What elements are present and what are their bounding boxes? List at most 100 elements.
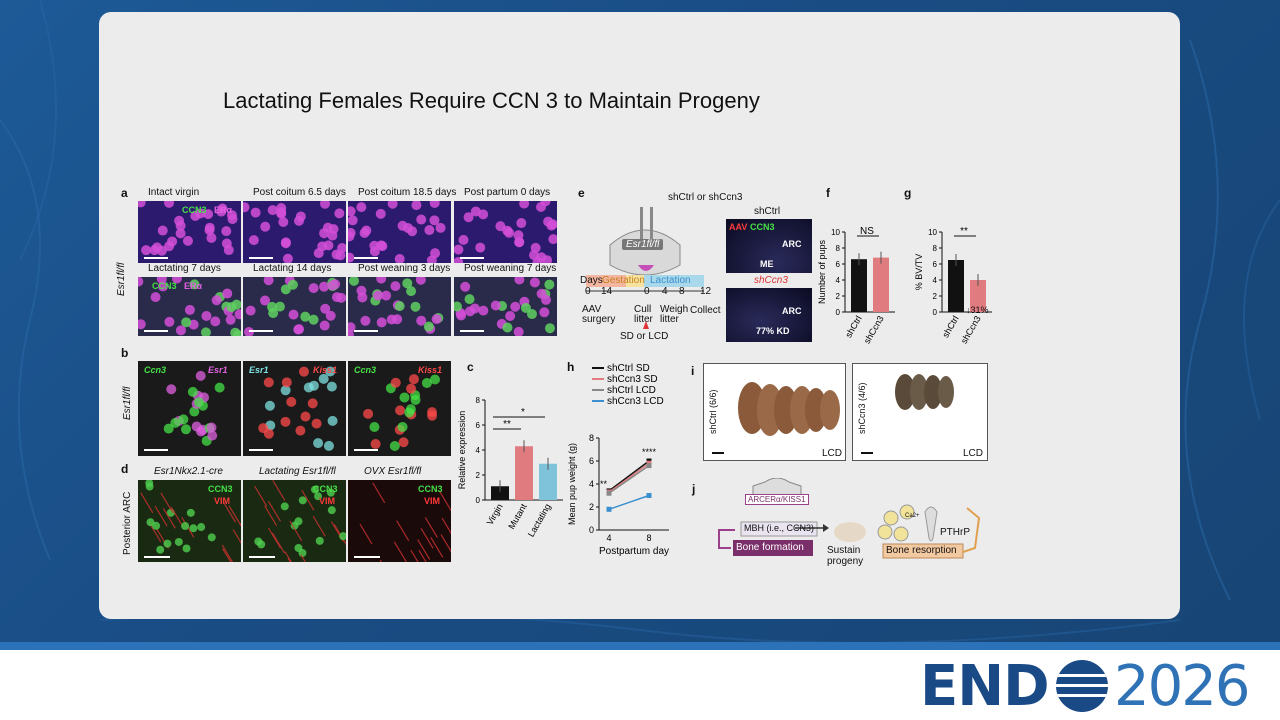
bar xyxy=(491,486,509,500)
legend-item: shCtrl SD xyxy=(592,363,650,374)
panel-e-days-label: Days xyxy=(580,275,603,286)
panel-a-micrograph xyxy=(243,201,346,263)
panel-d-header: Lactating Esr1fl/fl xyxy=(259,466,336,477)
series-line xyxy=(608,464,650,494)
y-tick-label: 0 xyxy=(836,308,841,317)
y-tick-label: 0 xyxy=(476,496,481,505)
mice-shccn3-picture xyxy=(861,374,954,454)
panel-j-label: j xyxy=(692,482,696,496)
panel-a-header: Post weaning 3 days xyxy=(358,263,451,274)
panel-e-diet: SD or LCD xyxy=(620,331,669,342)
micrograph-cells xyxy=(163,370,225,446)
stain-ccn3: CCN3 xyxy=(182,205,207,215)
y-tick-label: 0 xyxy=(933,308,938,317)
micrograph-cells xyxy=(258,366,338,451)
panel-j-diagram xyxy=(718,478,981,559)
timeline-tick: 14 xyxy=(601,286,613,297)
micrograph-cells xyxy=(454,201,557,263)
scale-bar xyxy=(354,449,378,451)
panel-a-micrograph xyxy=(243,277,346,336)
panel-b-label: b xyxy=(121,346,129,360)
y-tick-label: 8 xyxy=(476,396,481,405)
x-tick-label: Lactating xyxy=(526,502,553,539)
panel-e-gestation: Gestation xyxy=(602,275,645,286)
panel-e-event-aav: AAV surgery xyxy=(582,304,616,325)
stain-vim: VIM xyxy=(319,496,336,506)
y-tick-label: 0 xyxy=(589,525,594,535)
stain-vim: VIM xyxy=(214,496,231,506)
panel-d-header: Esr1Nkx2.1-cre xyxy=(154,466,223,477)
y-tick-label: 2 xyxy=(476,471,481,480)
panel-e-event-collect: Collect xyxy=(690,305,721,316)
panel-f-label: f xyxy=(826,186,830,200)
panel-a-genotype: Esr1fl/fl xyxy=(116,262,127,296)
stain-ccn3: CCN3 xyxy=(208,484,233,494)
bar xyxy=(948,260,964,312)
timeline-tick: 12 xyxy=(700,286,712,297)
y-tick-label: 2 xyxy=(933,292,938,301)
panel-a-header: Post weaning 7 days xyxy=(464,263,557,274)
legend-swatch xyxy=(592,367,604,370)
bar xyxy=(970,280,986,312)
data-point xyxy=(606,490,612,496)
micrograph-fibers xyxy=(140,480,241,562)
panel-e-image-shctrl: AAV CCN3 ARC ME xyxy=(726,219,812,273)
micrograph-cells xyxy=(138,277,241,336)
scale-bar xyxy=(144,449,168,451)
legend-item: shCtrl LCD xyxy=(592,385,656,396)
panel-e-brain-label: Esr1fl/fl xyxy=(622,239,664,250)
panel-e-img2-title: shCcn3 xyxy=(754,275,788,286)
panel-d-header: OVX Esr1fl/fl xyxy=(364,466,422,477)
sig-mark: * xyxy=(521,407,525,418)
scale-bar xyxy=(144,257,168,259)
stain-era: ERα xyxy=(184,281,203,291)
scale-bar xyxy=(460,257,484,259)
panel-b-micrograph: Ccn3 Esr1 xyxy=(138,361,241,456)
x-tick-label: 8 xyxy=(646,533,651,543)
panel-j-pthrp: PTHrP xyxy=(940,527,970,538)
percent-annotation: ↓31% xyxy=(966,305,989,315)
y-tick-label: 8 xyxy=(836,244,841,253)
stain-b: Esr1 xyxy=(208,365,228,375)
legend-label: shCcn3 SD xyxy=(607,374,658,385)
legend-label: shCcn3 LCD xyxy=(607,396,664,407)
stain-era: ERα xyxy=(214,205,233,215)
panel-h-label: h xyxy=(567,360,575,374)
stain-a: Ccn3 xyxy=(144,365,167,375)
x-tick-label: Mutant xyxy=(506,502,529,531)
panel-a-header: Post coitum 6.5 days xyxy=(253,187,346,198)
slide-title: Lactating Females Require CCN 3 to Maint… xyxy=(223,88,760,113)
up-arrow-icon xyxy=(643,321,649,329)
panel-e-header: shCtrl or shCcn3 xyxy=(668,192,743,203)
legend-swatch xyxy=(592,378,604,381)
x-tick-label: shCtrl xyxy=(940,314,960,339)
scale-bar xyxy=(249,449,273,451)
micrograph-fibers xyxy=(254,480,346,562)
panel-a-micrograph xyxy=(348,277,451,336)
y-tick-label: 6 xyxy=(933,260,938,269)
bar xyxy=(515,446,533,500)
panel-d-rowlabel: Posterior ARC xyxy=(122,491,133,555)
scale-bar xyxy=(144,556,170,558)
x-tick-label: 4 xyxy=(606,533,611,543)
bar xyxy=(873,257,889,312)
logo-text-end: END xyxy=(920,654,1050,719)
panel-c-label: c xyxy=(467,360,474,374)
y-tick-label: 2 xyxy=(589,502,594,512)
panel-e-event-weigh: Weigh litter xyxy=(660,304,689,325)
panel-a-header: Intact virgin xyxy=(148,187,200,198)
panel-e-img1-title: shCtrl xyxy=(754,206,781,217)
scale-bar xyxy=(460,330,484,332)
stain-b: Kiss1 xyxy=(313,365,338,375)
sig-mark: ** xyxy=(600,479,608,489)
micrograph-cells xyxy=(244,277,346,336)
mice-shctrl-picture xyxy=(712,382,840,454)
micrograph-cells xyxy=(363,374,440,451)
x-axis-label: Postpartum day xyxy=(599,546,669,557)
y-tick-label: 2 xyxy=(836,292,841,301)
scale-bar xyxy=(354,556,380,558)
